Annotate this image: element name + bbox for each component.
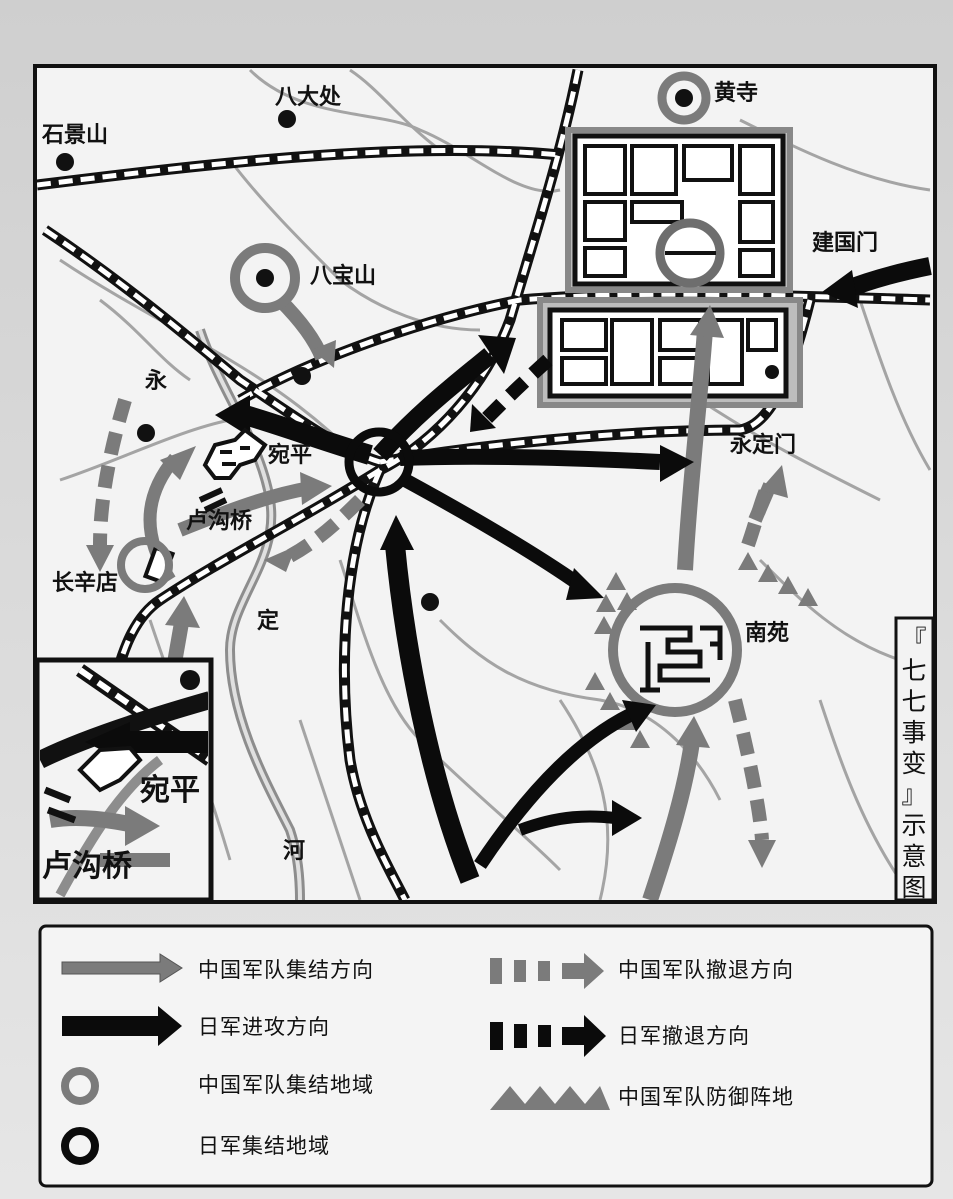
legend-label-cn-gather-area: 中国军队集结地域 bbox=[198, 1073, 374, 1097]
place-labels: 石景山 八大处 八宝山 黄寺 建国门 永定门 宛平 卢沟桥 长辛店 南苑 永 定… bbox=[41, 81, 878, 864]
legend-label-cn-retreat-dir: 中国军队撤退方向 bbox=[618, 958, 794, 982]
label-nanyuan: 南苑 bbox=[745, 621, 789, 646]
title-char: 七 bbox=[901, 656, 926, 685]
legend-label-cn-gather-dir: 中国军队集结方向 bbox=[198, 958, 374, 982]
label-changxindian: 长辛店 bbox=[52, 570, 118, 596]
legend-label-cn-defense-pos: 中国军队防御阵地 bbox=[618, 1085, 794, 1109]
label-river-yong: 永 bbox=[145, 368, 167, 394]
wanping-town bbox=[198, 427, 268, 513]
legend-label-jp-retreat-dir: 日军撤退方向 bbox=[618, 1024, 750, 1048]
label-babaoshan: 八宝山 bbox=[310, 263, 376, 289]
label-huangsi: 黄寺 bbox=[714, 81, 758, 106]
legend-item-jp-retreat-dir: 日军撤退方向 bbox=[490, 1015, 750, 1057]
label-shijingshan: 石景山 bbox=[41, 123, 108, 148]
label-river-ding: 定 bbox=[257, 608, 279, 634]
label-river-he: 河 bbox=[283, 839, 305, 864]
title-char: 意 bbox=[901, 842, 926, 871]
nanyuan-base bbox=[608, 583, 742, 717]
title-char: 示 bbox=[901, 811, 926, 840]
cn-gather-area-changxindian bbox=[117, 537, 173, 593]
legend-label-jp-gather-area: 日军集结地域 bbox=[198, 1134, 330, 1158]
legend-item-cn-defense-pos: 中国军队防御阵地 bbox=[490, 1085, 794, 1110]
beijing-city bbox=[537, 127, 803, 408]
label-jianguomen: 建国门 bbox=[812, 230, 878, 256]
inset-label-lugouqiao: 卢沟桥 bbox=[42, 849, 132, 884]
title-char: 事 bbox=[901, 718, 926, 747]
legend-item-jp-attack-dir: 日军进攻方向 bbox=[62, 1006, 330, 1046]
legend-label-jp-attack-dir: 日军进攻方向 bbox=[198, 1015, 330, 1039]
jp-attack-arrowheads bbox=[215, 335, 694, 836]
cn-gather-area-huangsi bbox=[657, 71, 711, 125]
legend-item-cn-gather-area: 中国军队集结地域 bbox=[61, 1067, 374, 1105]
legend-item-cn-gather-dir: 中国军队集结方向 bbox=[61, 953, 374, 983]
inset-label-wanping: 宛平 bbox=[139, 773, 200, 808]
label-badachu: 八大处 bbox=[275, 84, 341, 110]
title-char: 』 bbox=[901, 780, 926, 809]
title-char: 『 bbox=[901, 625, 926, 654]
title-char: 七 bbox=[901, 687, 926, 716]
jp-retreat-arrow bbox=[470, 354, 553, 432]
cn-defense-positions bbox=[585, 552, 818, 748]
jianguomen-arrow bbox=[822, 257, 932, 308]
cn-retreat-arrowheads bbox=[86, 545, 776, 868]
cn-gather-arrowheads bbox=[160, 305, 788, 748]
label-lugouqiao: 卢沟桥 bbox=[186, 508, 252, 534]
legend-panel: 中国军队集结方向 日军进攻方向 中国军队集结地域 日军集结地域 中国军队撤退方向… bbox=[38, 924, 934, 1188]
jp-gather-area-fengtai bbox=[344, 427, 414, 497]
label-yongdingmen: 永定门 bbox=[730, 432, 796, 458]
cn-gather-area-babaoshan bbox=[230, 243, 300, 313]
legend-item-cn-retreat-dir: 中国军队撤退方向 bbox=[490, 953, 794, 989]
title-char: 变 bbox=[901, 749, 926, 778]
label-wanping: 宛平 bbox=[267, 442, 312, 468]
cn-retreat-arrows bbox=[93, 397, 773, 841]
title-char: 图 bbox=[901, 873, 926, 902]
legend-item-jp-gather-area: 日军集结地域 bbox=[61, 1127, 330, 1165]
town-dots bbox=[56, 110, 779, 611]
inset-map: 宛平 卢沟桥 bbox=[34, 657, 214, 903]
